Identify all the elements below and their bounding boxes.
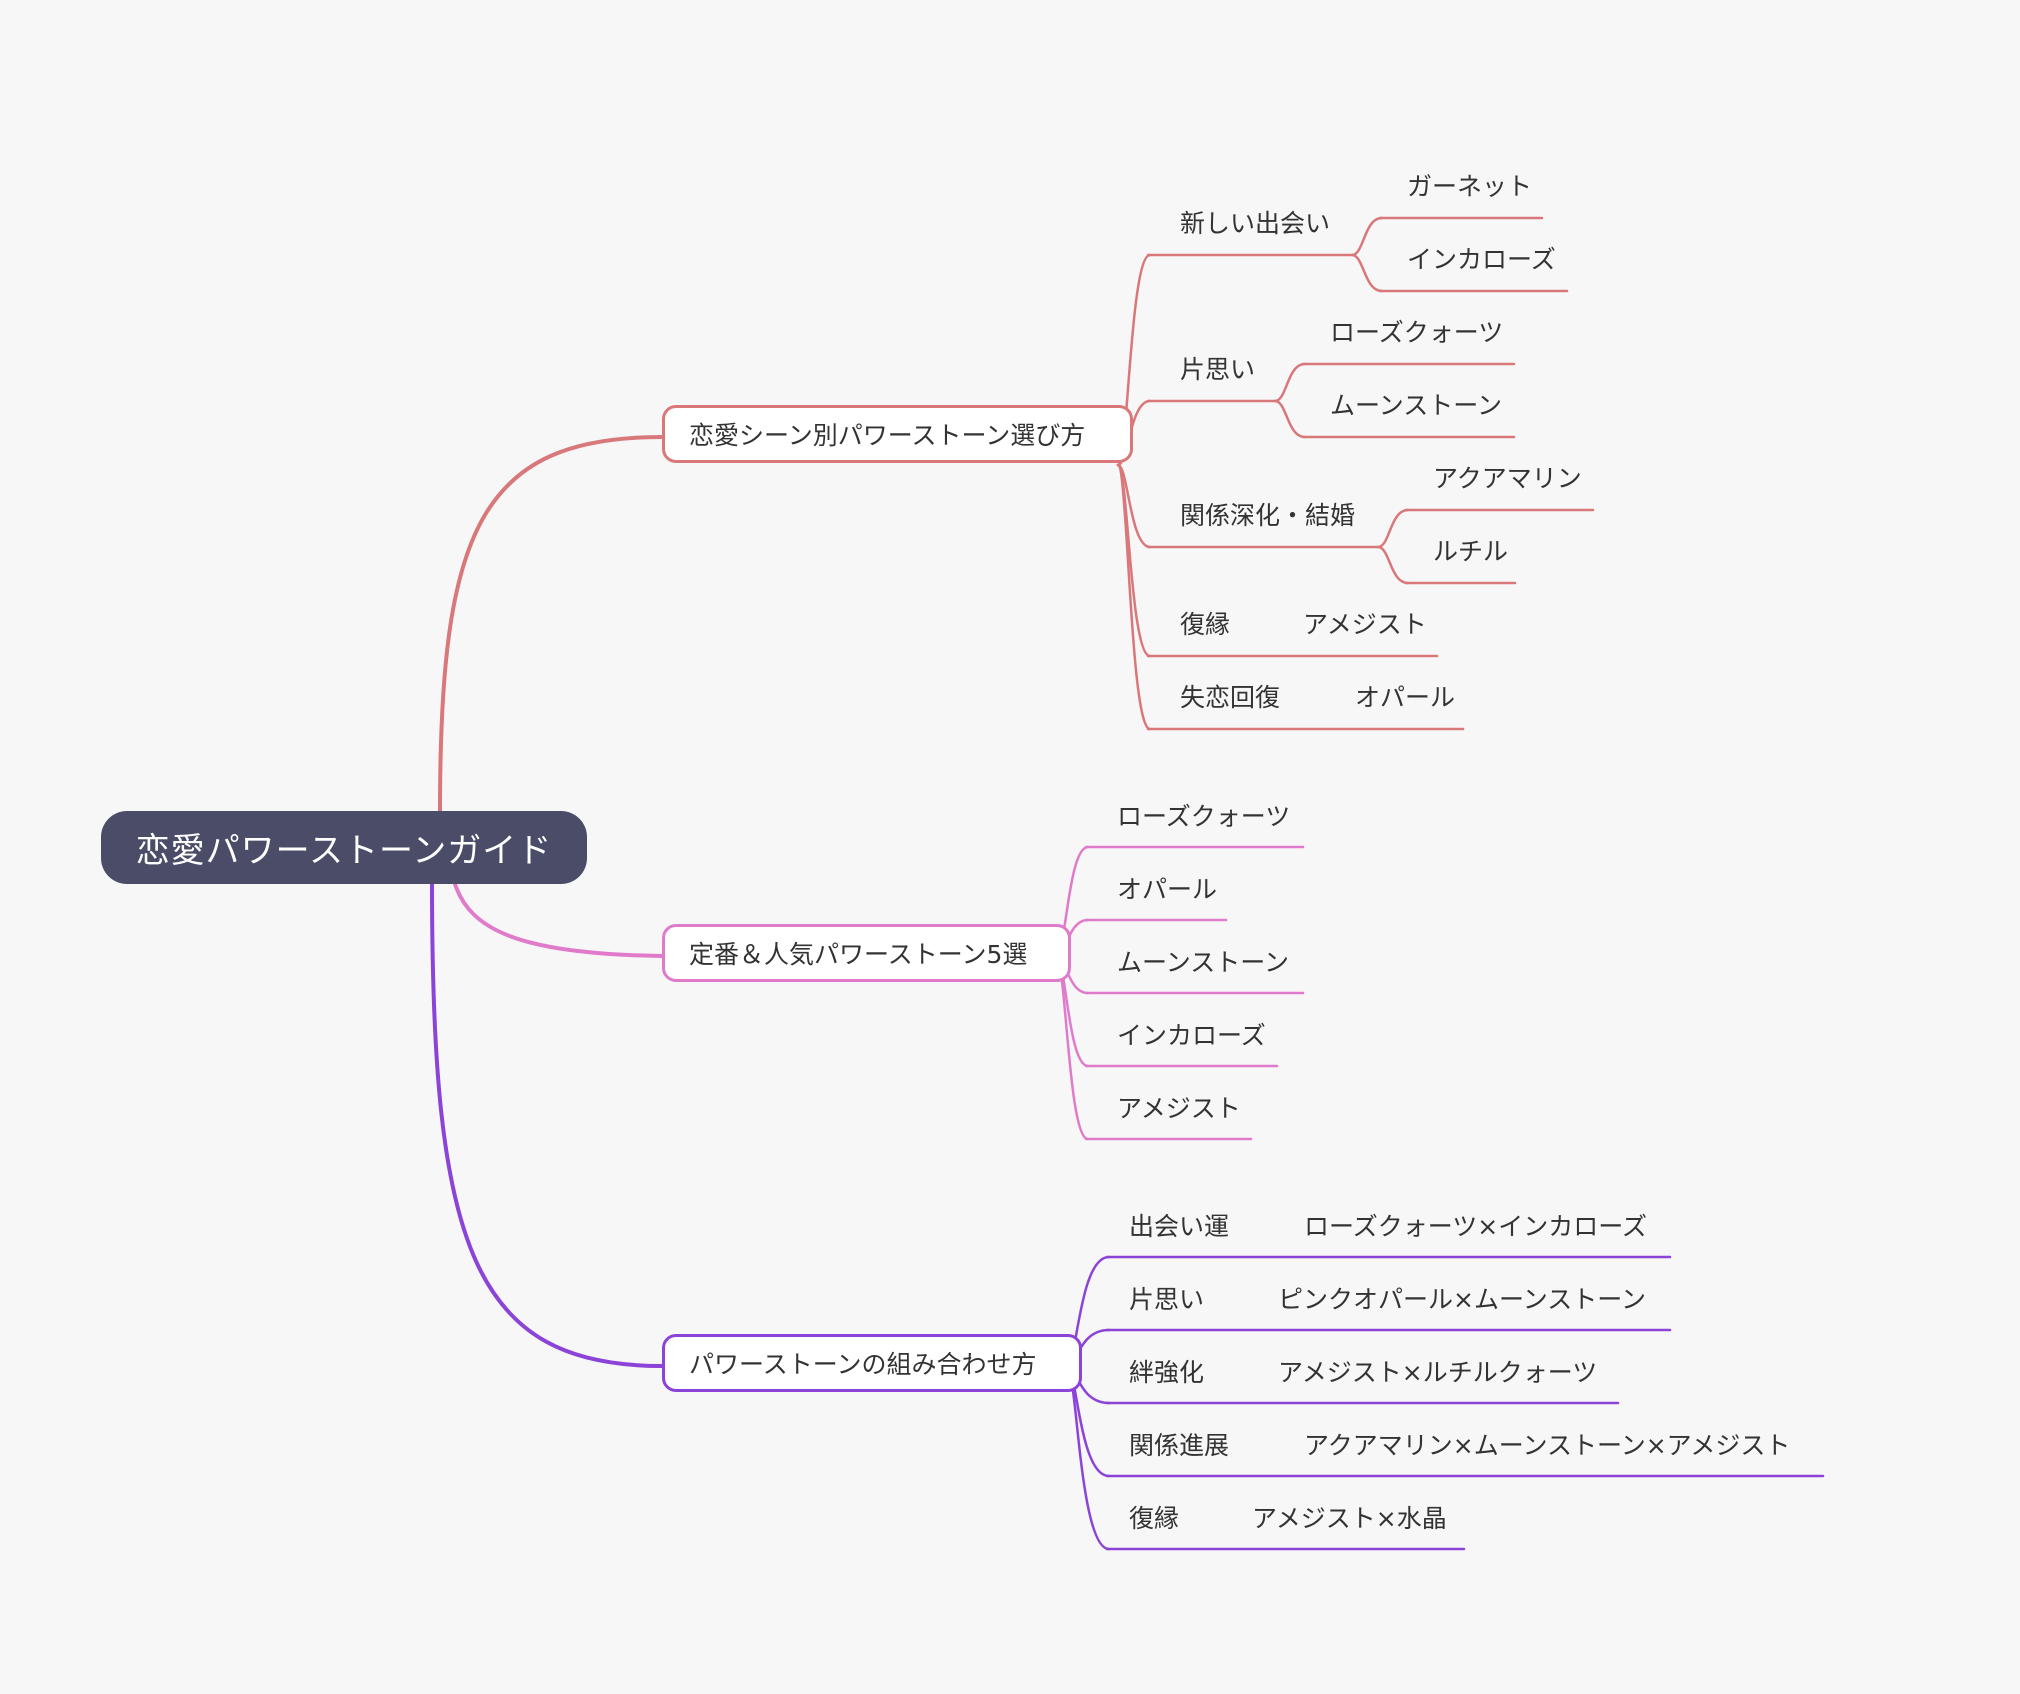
- stone-rose-quartz[interactable]: ローズクォーツ: [1117, 802, 1291, 831]
- combo-topic-reunion[interactable]: 復縁: [1129, 1504, 1180, 1533]
- topic-heartbreak-recovery[interactable]: 失恋回復: [1180, 683, 1281, 712]
- link-b1-g1-1: [1273, 399, 1307, 439]
- link-b1-g2-1: [1376, 545, 1410, 585]
- leaf-garnet[interactable]: ガーネット: [1407, 172, 1533, 201]
- link-b1-g1-0: [1273, 362, 1307, 403]
- link-root-branch2: [453, 882, 664, 958]
- branch-node-label: パワーストーンの組み合わせ方: [689, 1350, 1037, 1379]
- combo-amethyst-rutile-quartz[interactable]: アメジスト×ルチルクォーツ: [1278, 1358, 1598, 1387]
- combo-topic-bond[interactable]: 絆強化: [1129, 1358, 1205, 1387]
- combo-topic-encounter[interactable]: 出会い運: [1129, 1212, 1230, 1241]
- combo-pink-opal-moonstone[interactable]: ピンクオパール×ムーンストーン: [1278, 1285, 1646, 1314]
- combo-topic-progress[interactable]: 関係進展: [1129, 1431, 1230, 1460]
- link-b1-g0-1: [1350, 253, 1384, 293]
- leaf-moonstone[interactable]: ムーンストーン: [1330, 391, 1503, 420]
- combo-aquamarine-moonstone-amethyst[interactable]: アクアマリン×ムーンストーン×アメジスト: [1304, 1431, 1791, 1460]
- root-node-label: 恋愛パワーストーンガイド: [135, 831, 553, 871]
- link-root-branch1: [438, 435, 664, 813]
- link-root-branch3: [430, 882, 664, 1368]
- stone-inca-rose[interactable]: インカローズ: [1117, 1021, 1266, 1050]
- branch-node-label: 恋愛シーン別パワーストーン選び方: [689, 421, 1086, 450]
- leaf-opal[interactable]: オパール: [1355, 683, 1456, 712]
- link-b1-g2-0: [1376, 508, 1410, 549]
- leaf-rutile[interactable]: ルチル: [1433, 537, 1509, 566]
- stone-opal[interactable]: オパール: [1117, 875, 1218, 904]
- branch-node-love-scene[interactable]: 恋愛シーン別パワーストーン選び方: [662, 405, 1133, 463]
- combo-topic-one-sided-love[interactable]: 片思い: [1129, 1285, 1205, 1314]
- branch-node-popular-stones[interactable]: 定番＆人気パワーストーン5選: [662, 924, 1071, 982]
- combo-rose-quartz-inca-rose[interactable]: ローズクォーツ×インカローズ: [1304, 1212, 1647, 1241]
- topic-reunion[interactable]: 復縁: [1180, 610, 1231, 639]
- leaf-amethyst[interactable]: アメジスト: [1303, 610, 1427, 639]
- leaf-aquamarine[interactable]: アクアマリン: [1433, 464, 1582, 493]
- topic-new-encounter[interactable]: 新しい出会い: [1180, 209, 1331, 238]
- leaf-rose-quartz[interactable]: ローズクォーツ: [1330, 318, 1504, 347]
- stone-moonstone[interactable]: ムーンストーン: [1117, 948, 1290, 977]
- combo-amethyst-crystal[interactable]: アメジスト×水晶: [1252, 1504, 1447, 1533]
- leaf-inca-rose[interactable]: インカローズ: [1407, 245, 1556, 274]
- topic-one-sided-love[interactable]: 片思い: [1180, 355, 1256, 384]
- topic-deepen-relationship[interactable]: 関係深化・結婚: [1180, 501, 1356, 530]
- branch-node-label: 定番＆人気パワーストーン5選: [689, 940, 1028, 969]
- branch-node-combinations[interactable]: パワーストーンの組み合わせ方: [662, 1334, 1082, 1392]
- stone-amethyst[interactable]: アメジスト: [1117, 1094, 1241, 1123]
- root-node[interactable]: 恋愛パワーストーンガイド: [101, 811, 587, 884]
- link-b1-g0-0: [1350, 216, 1384, 257]
- link-b1-topic-4: [1116, 463, 1152, 731]
